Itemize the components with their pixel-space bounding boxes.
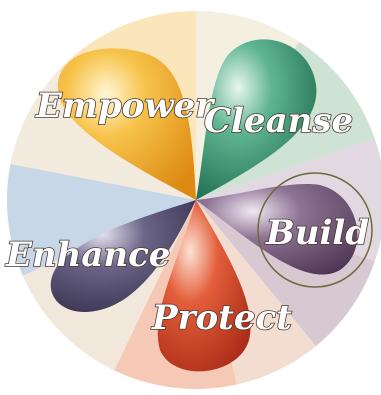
petal-protect — [157, 200, 251, 372]
petal-build — [196, 183, 358, 275]
petal-cleanse — [196, 39, 317, 200]
build-highlight-ring — [257, 172, 373, 288]
petal-empower — [57, 48, 196, 200]
wedge-enhance — [7, 160, 196, 290]
label-enhance: Enhance — [5, 235, 170, 275]
label-cleanse: Cleanse — [204, 101, 353, 141]
label-build: Build — [265, 213, 369, 253]
petal-enhance — [50, 200, 196, 312]
label-empower: Empower — [35, 86, 215, 126]
label-protect: Protect — [151, 298, 292, 338]
